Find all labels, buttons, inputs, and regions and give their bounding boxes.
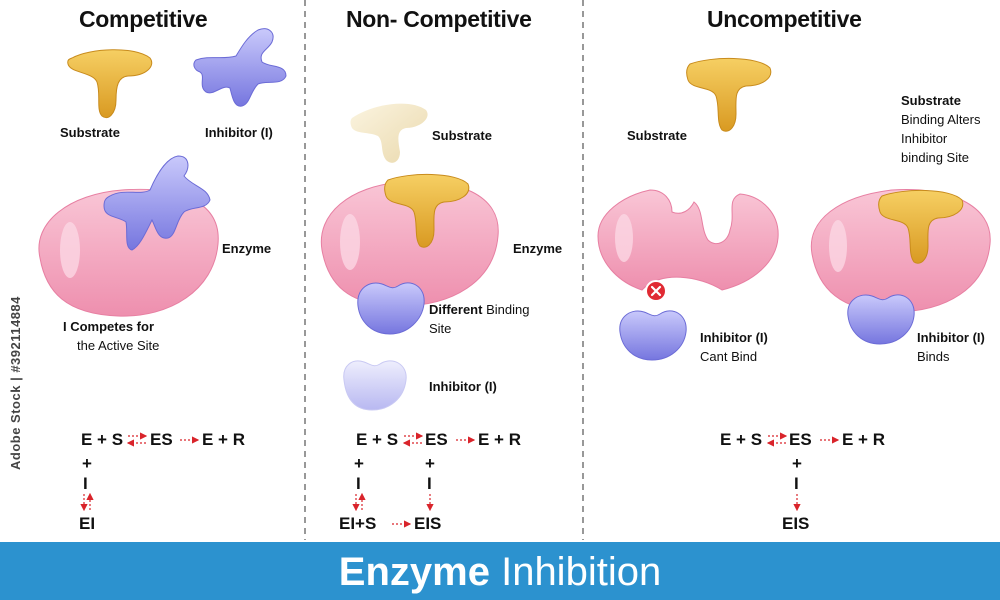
- eq-i: I: [83, 474, 88, 493]
- competes-note-line2: the Active Site: [77, 338, 160, 353]
- substrate-bound-shape: [384, 173, 470, 248]
- note-substrate: Substrate: [901, 93, 961, 108]
- inhibitor-shape: [193, 28, 287, 107]
- substrate-label: Substrate: [432, 128, 492, 143]
- inhibitor-faded-shape: [343, 360, 407, 411]
- eq-plus: +: [792, 454, 802, 473]
- different-bold: Different: [429, 302, 483, 317]
- enzyme-highlight: [615, 214, 633, 262]
- banner-title: Enzyme Inhibition: [0, 546, 1000, 598]
- eq-er: E + R: [478, 430, 521, 449]
- eq-plus: +: [425, 454, 435, 473]
- eq-es: ES: [150, 430, 173, 449]
- inhibitor-shape: [619, 310, 687, 361]
- eq-eis: EIS: [414, 514, 442, 533]
- cant-bind-text: Cant Bind: [700, 349, 758, 364]
- eq-es-left: E + S: [720, 430, 763, 449]
- binding-text: Binding: [482, 302, 530, 317]
- eq-er: E + R: [842, 430, 885, 449]
- banner-word-inhibition: Inhibition: [501, 550, 662, 594]
- enzyme-label: Enzyme: [222, 241, 272, 256]
- substrate-faded-shape: [350, 103, 428, 163]
- enzyme-highlight: [60, 222, 80, 278]
- eq-ei-s: EI+S: [339, 514, 377, 533]
- inhibitor-bound-shape: [103, 155, 211, 251]
- banner-word-enzyme: Enzyme: [338, 550, 490, 594]
- different-site-line1: Different Binding: [429, 300, 529, 319]
- inhibitor-bound-shape: [357, 282, 425, 335]
- eq-plus: +: [82, 454, 92, 473]
- substrate-shape: [67, 49, 153, 119]
- competes-note-line1: I Competes for: [63, 319, 155, 334]
- uncompetitive-title: Uncompetitive: [707, 6, 862, 32]
- eq-i: I: [356, 474, 361, 493]
- eq-es: ES: [789, 430, 812, 449]
- noncompetitive-title: Non- Competitive: [346, 6, 532, 32]
- inhibitor-label: Inhibitor (I): [429, 379, 497, 394]
- binds-text: Binds: [917, 349, 950, 364]
- substrate-label: Substrate: [60, 125, 120, 140]
- eq-er: E + R: [202, 430, 245, 449]
- eq-plus: +: [354, 454, 364, 473]
- enzyme-label: Enzyme: [513, 241, 563, 256]
- substrate-label: Substrate: [627, 128, 687, 143]
- eq-eis: EIS: [782, 514, 810, 533]
- eq-i: I: [794, 474, 799, 493]
- eq-ei: EI: [79, 514, 96, 533]
- note-line4: binding Site: [901, 150, 969, 165]
- different-site-line2: Site: [429, 321, 452, 336]
- cant-bind-label: Inhibitor (I): [700, 330, 768, 345]
- binds-label: Inhibitor (I): [917, 330, 985, 345]
- note-line2: Binding Alters: [901, 112, 981, 127]
- note-line3: Inhibitor: [901, 131, 948, 146]
- eq-i: I: [427, 474, 432, 493]
- inhibitor-label: Inhibitor (I): [205, 125, 273, 140]
- enzyme-empty-shape: [597, 189, 779, 291]
- eq-es: ES: [425, 430, 448, 449]
- cant-bind-x: [650, 285, 662, 297]
- inhibitor-bound-shape: [847, 294, 915, 345]
- eq-es-left: E + S: [81, 430, 124, 449]
- enzyme-highlight: [829, 220, 847, 272]
- stock-id: Adobe Stock | #392114884: [8, 296, 23, 470]
- eq-es-left: E + S: [356, 430, 399, 449]
- substrate-bound-shape: [878, 189, 964, 264]
- bottom-banner: [0, 542, 1000, 600]
- enzyme-highlight: [340, 214, 360, 270]
- competitive-title: Competitive: [79, 6, 208, 32]
- substrate-shape: [686, 57, 772, 132]
